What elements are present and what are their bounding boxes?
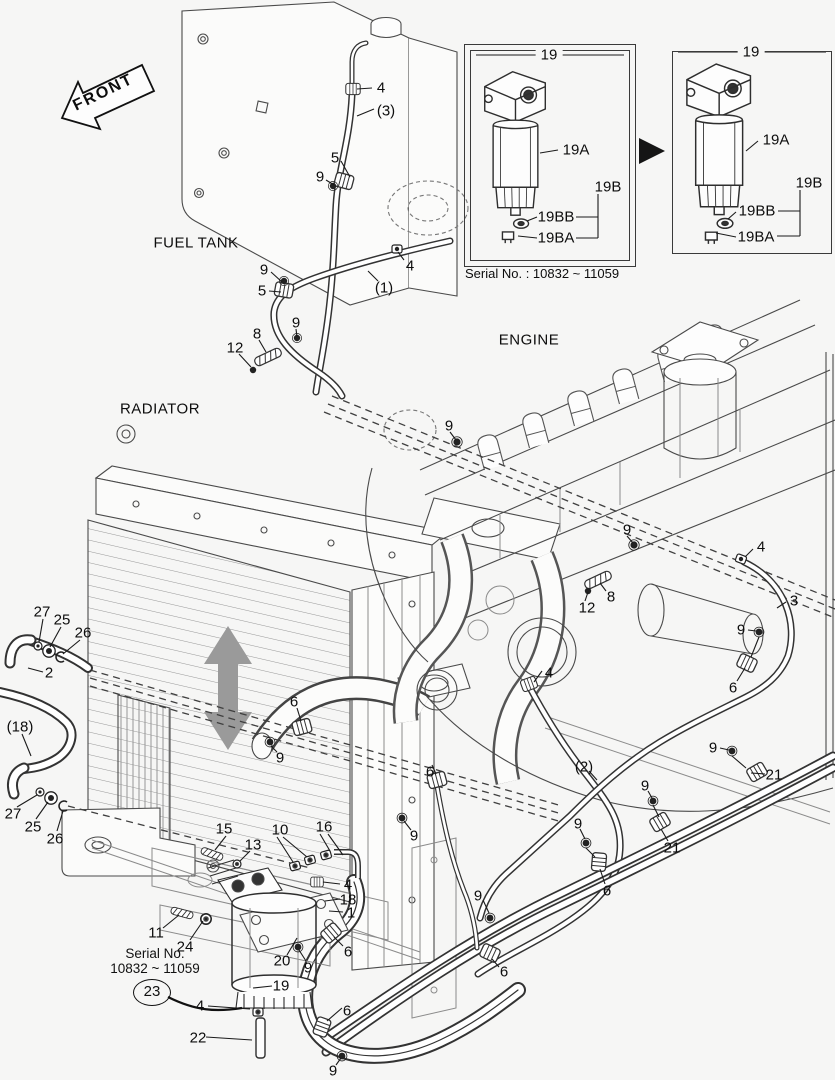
detail-inset-large bbox=[672, 51, 832, 254]
fuel-filter-assembly-art bbox=[159, 846, 361, 1059]
hose-art bbox=[0, 40, 835, 1064]
fuel-tank-art bbox=[181, 1, 469, 306]
next-version-arrow-icon bbox=[639, 138, 665, 164]
engine-art bbox=[365, 299, 835, 1019]
fasteners-art bbox=[33, 82, 769, 1062]
serial-note-pointer bbox=[167, 996, 243, 1012]
fuel-line-dashed bbox=[67, 395, 835, 869]
detail-inset-small-frame bbox=[470, 50, 630, 261]
flow-arrow-icon bbox=[204, 626, 252, 750]
leader-lines bbox=[16, 87, 787, 1066]
front-arrow-icon bbox=[60, 63, 156, 131]
radiator-art bbox=[61, 424, 561, 971]
detail-inset-small bbox=[464, 44, 636, 267]
